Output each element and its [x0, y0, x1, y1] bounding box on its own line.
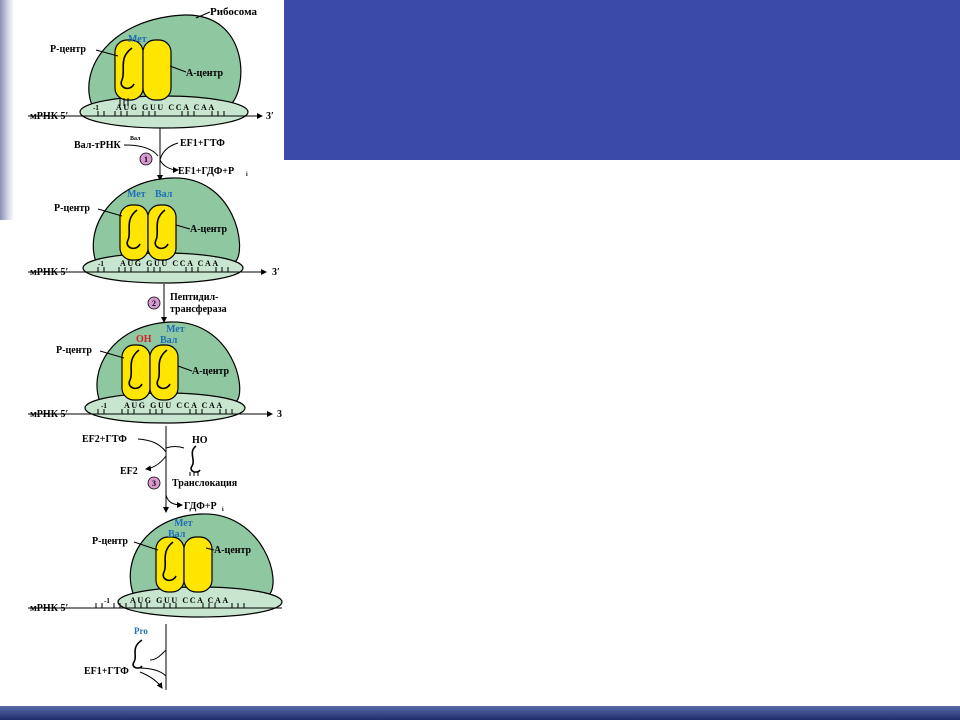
mrna-label: мРНК 5′ — [30, 603, 68, 614]
minus1-label: -1 — [104, 597, 110, 605]
mrna-label: мРНК 5′ — [30, 111, 68, 122]
ef2-gtp-label: EF2+ГТФ — [82, 434, 127, 445]
p-center-label: Р-центр — [50, 44, 86, 55]
ef1-gdp-label: EF1+ГДФ+P — [178, 166, 234, 177]
mrna-3prime-label: 3′ — [272, 267, 280, 278]
step-3-transition: EF2+ГТФ EF2 HO 3 Транслокация ГДФ+P i — [82, 426, 238, 513]
minus1-label: -1 — [101, 402, 107, 410]
met-label: Мет — [174, 518, 193, 529]
a-center-label: А-центр — [190, 224, 228, 235]
step-2-number: 2 — [152, 299, 156, 308]
met-label: Мет — [128, 34, 147, 45]
stage-1-ribosome: Рибосома Р-центр А-центр Мет мРНК 5′ 3′ … — [28, 6, 274, 129]
trna-a-site-empty — [183, 536, 213, 593]
codon-sequence: AUG GUU CCA CAA — [120, 259, 220, 268]
trna-a-site — [149, 344, 179, 401]
val-label: Вал — [160, 335, 178, 346]
met-label: Мет — [127, 189, 146, 200]
stage-2-ribosome: Р-центр А-центр Мет Вал мРНК 5′ 3′ -1 AU… — [28, 177, 280, 284]
codon-sequence: AUG GUU CCA CAA — [116, 103, 216, 112]
incoming-trna-icon — [132, 639, 143, 669]
stage-4-ribosome: Р-центр А-центр Мет Вал мРНК 5′ -1 AUG G… — [28, 513, 283, 618]
mrna-label: мРНК 5′ — [30, 267, 68, 278]
codon-sequence: AUG GUU CCA CAA — [130, 596, 230, 605]
peptidyl-transferase-line2: трансфераза — [170, 304, 227, 315]
ef1-gdp-sub: i — [246, 172, 248, 178]
ho-label: HO — [192, 435, 208, 446]
trna-a-site — [147, 204, 177, 261]
gdp-p-sub: i — [222, 507, 224, 513]
oh-label: OH — [136, 334, 152, 345]
stage-3-ribosome: Р-центр А-центр OH Мет Вал мРНК 5′ 3 -1 … — [28, 321, 282, 424]
step-1-number: 1 — [144, 155, 148, 164]
val-label: Вал — [155, 189, 173, 200]
a-center-label: А-центр — [192, 366, 230, 377]
ef1-gtp-label: EF1+ГТФ — [180, 138, 225, 149]
step-3-number: 3 — [152, 479, 156, 488]
minus1-label: -1 — [98, 260, 104, 268]
peptidyl-transferase-line1: Пептидил- — [170, 292, 218, 303]
val-trna-superscript: Вал — [130, 136, 141, 142]
mrna-3prime-label: 3′ — [266, 111, 274, 122]
a-center-label: А-центр — [186, 68, 224, 79]
ef2-label: EF2 — [120, 466, 138, 477]
met-label: Мет — [166, 324, 185, 335]
minus1-label: -1 — [93, 104, 99, 112]
step-2-transition: 2 Пептидил- трансфераза — [147, 284, 227, 323]
translocation-label: Транслокация — [172, 478, 238, 489]
step-3-badge — [147, 476, 161, 490]
slide-left-edge-decoration — [0, 0, 14, 220]
p-center-label: Р-центр — [56, 345, 92, 356]
released-trna-icon — [190, 445, 201, 473]
a-center-label: А-центр — [214, 545, 252, 556]
val-trna-label: Вал-тРНК — [74, 140, 121, 151]
next-elongation-step: Pro EF1+ГТФ — [84, 624, 167, 690]
step-1-transition: Вал-тРНК Вал EF1+ГТФ EF1+ГДФ+P i 1 — [74, 128, 248, 181]
ef1-gtp-label-2: EF1+ГТФ — [84, 666, 129, 677]
trna-p-site — [114, 39, 144, 101]
ribosome-label: Рибосома — [210, 6, 258, 18]
step-2-badge — [147, 296, 161, 310]
p-center-label: Р-центр — [54, 203, 90, 214]
step-1-badge — [139, 152, 153, 166]
translation-elongation-diagram: Рибосома Р-центр А-центр Мет мРНК 5′ 3′ … — [28, 6, 283, 690]
gdp-p-label: ГДФ+P — [184, 501, 217, 512]
footer-bar — [0, 706, 960, 720]
mrna-label: мРНК 5′ — [30, 409, 68, 420]
codon-sequence: AUG GUU CCA CAA — [124, 401, 224, 410]
trna-a-site-empty — [142, 39, 172, 101]
val-label: Вал — [168, 529, 186, 540]
mrna-3prime-label: 3 — [277, 409, 282, 420]
pro-label: Pro — [134, 626, 148, 636]
title-banner — [284, 0, 960, 160]
p-center-label: Р-центр — [92, 536, 128, 547]
